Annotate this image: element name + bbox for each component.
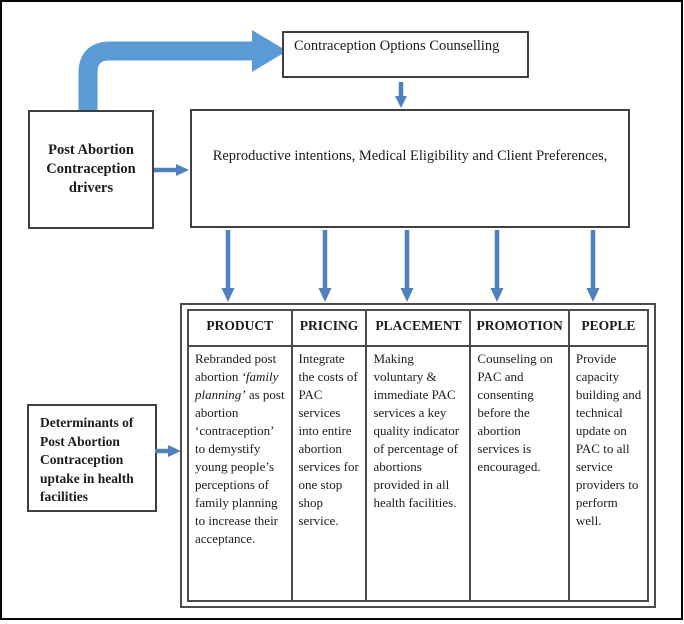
- arrow-mediators-to-product: [221, 230, 235, 302]
- mediators-box: Reproductive intentions, Medical Eligibi…: [190, 109, 630, 228]
- arrow-determinants-to-table: [155, 445, 181, 457]
- header-promotion: PROMOTION: [469, 309, 570, 347]
- product-text-post: as post abortion ‘contraception’ to demy…: [195, 387, 285, 546]
- five-p-table: PRODUCT PRICING PLACEMENT PROMOTION PEOP…: [180, 303, 656, 608]
- people-cell: Provide capacity building and technical …: [567, 345, 650, 602]
- five-p-table-grid: PRODUCT PRICING PLACEMENT PROMOTION PEOP…: [187, 309, 650, 602]
- determinants-label: Determinants of Post Abortion Contracept…: [40, 415, 134, 504]
- counselling-label: Contraception Options Counselling: [294, 38, 500, 54]
- product-text-pre: Rebranded post abortion: [195, 351, 277, 384]
- mediators-label: Reproductive intentions, Medical Eligibi…: [212, 148, 608, 164]
- product-italic-phrase: ‘family planning’: [195, 369, 279, 402]
- header-placement: PLACEMENT: [365, 309, 472, 347]
- promotion-cell: Counseling on PAC and consenting before …: [469, 345, 570, 602]
- header-people: PEOPLE: [567, 309, 650, 347]
- counselling-box: Contraception Options Counselling: [282, 31, 529, 78]
- arrow-mediators-to-pricing: [318, 230, 332, 302]
- arrow-mediators-to-promotion: [490, 230, 504, 302]
- header-pricing: PRICING: [290, 309, 368, 347]
- header-product: PRODUCT: [187, 309, 293, 347]
- arrow-mediators-to-placement: [400, 230, 414, 302]
- arrow-counselling-to-mediators: [395, 82, 407, 108]
- curved-arrow-drivers-to-counselling: [78, 30, 287, 113]
- drivers-label: Post Abortion Contraception drivers: [46, 142, 136, 196]
- determinants-box: Determinants of Post Abortion Contracept…: [27, 404, 157, 512]
- arrow-mediators-to-people: [586, 230, 600, 302]
- product-cell: Rebranded post abortion ‘family planning…: [187, 345, 293, 602]
- table-header-row: PRODUCT PRICING PLACEMENT PROMOTION PEOP…: [187, 309, 650, 347]
- arrow-drivers-to-mediators: [154, 164, 189, 176]
- table-body-row: Rebranded post abortion ‘family planning…: [187, 345, 650, 602]
- arrows-mediators-to-table: [221, 230, 600, 302]
- drivers-box: Post Abortion Contraception drivers: [28, 110, 154, 229]
- placement-cell: Making voluntary & immediate PAC service…: [365, 345, 472, 602]
- pricing-cell: Integrate the costs of PAC services into…: [290, 345, 368, 602]
